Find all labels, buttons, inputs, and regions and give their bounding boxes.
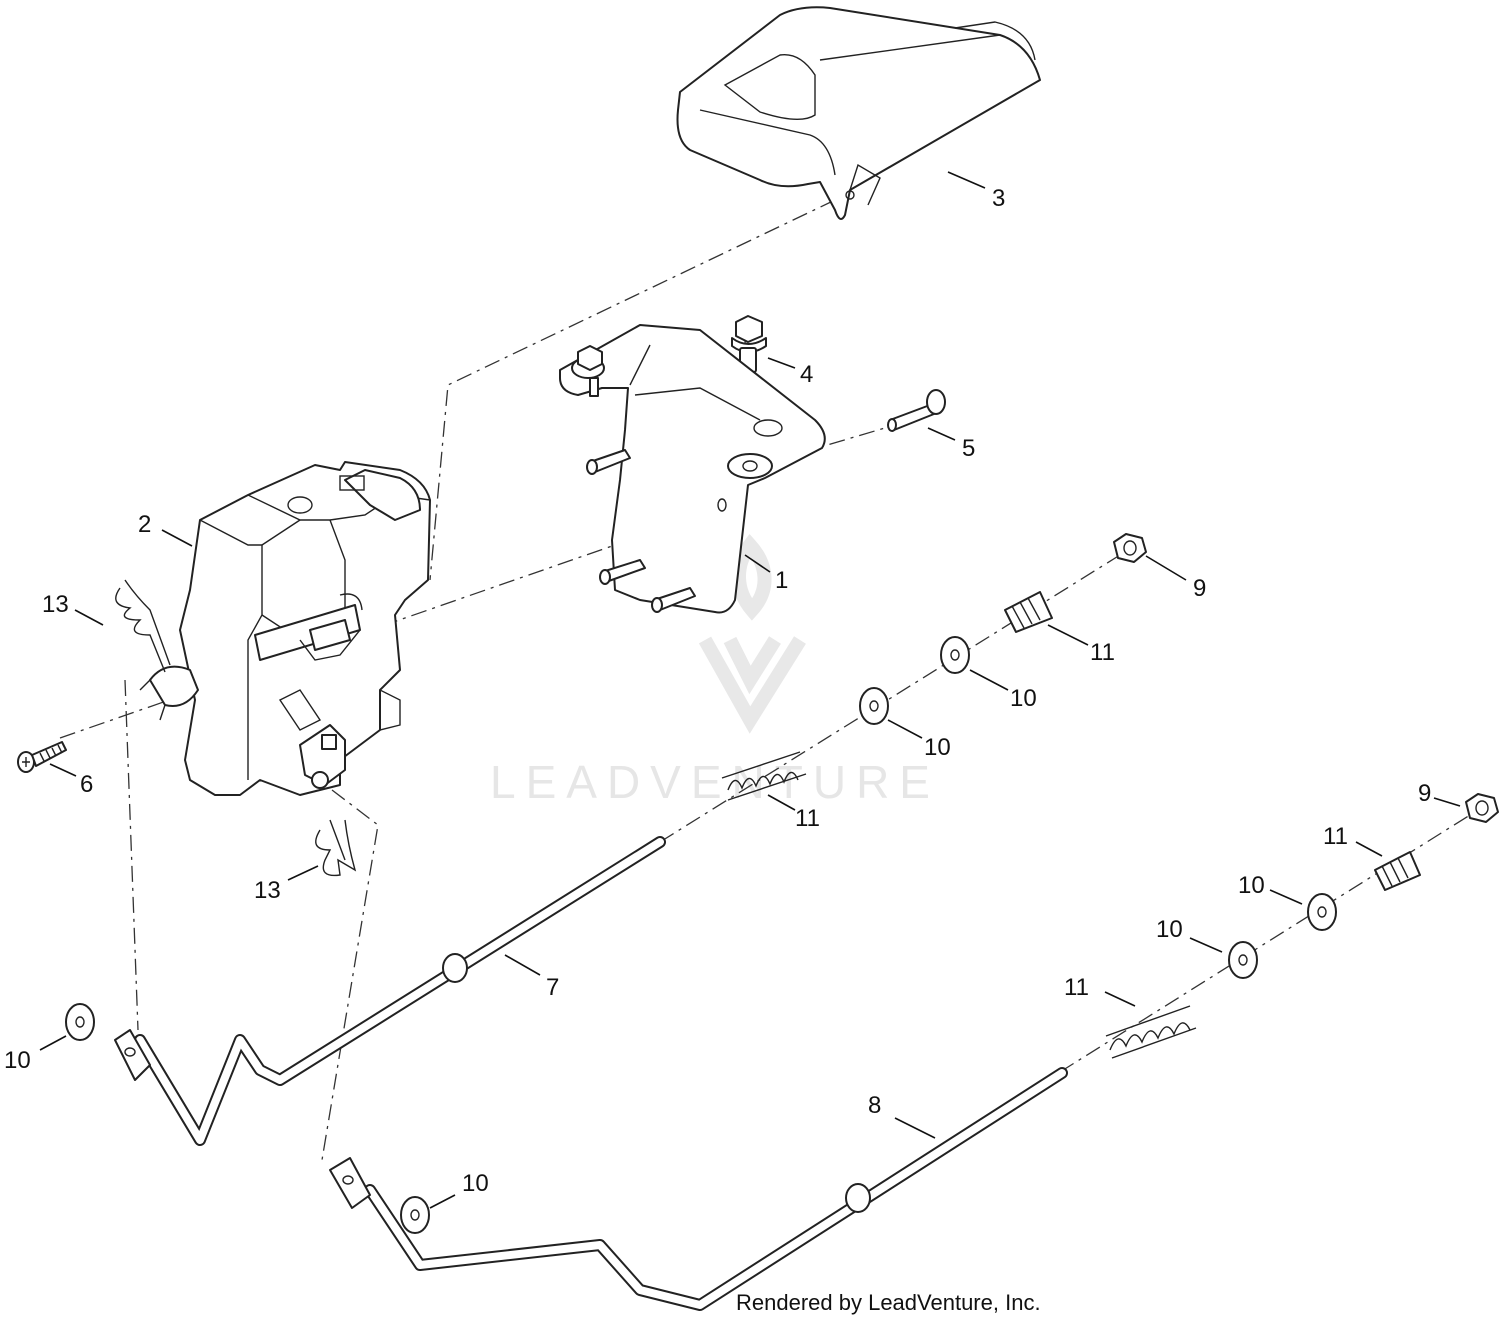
washer-5: [65, 1003, 95, 1041]
callout-4: 4: [800, 361, 813, 388]
callout-1: 1: [775, 567, 788, 594]
callouts: 3 4 5 1 2 13 6 9 11 10 10 11 13 7 10 10 …: [4, 185, 1431, 1197]
render-credit: Rendered by LeadVenture, Inc.: [736, 1290, 1041, 1315]
watermark-text: LEADVENTURE: [490, 756, 940, 808]
washer-6: [400, 1196, 430, 1234]
nut-upper: [1113, 533, 1147, 563]
nut-lower: [1465, 793, 1499, 823]
callout-11-upper-long: 11: [795, 805, 820, 832]
part-rod-lower: [329, 1067, 1068, 1311]
callout-11-lower-long: 11: [1064, 974, 1089, 1001]
part-clip-lower: [315, 819, 357, 877]
part-screw: [17, 741, 67, 773]
callout-11-lower-short: 11: [1323, 823, 1348, 850]
callout-10-lower-left: 10: [1156, 916, 1183, 943]
callout-7: 7: [546, 974, 559, 1001]
callout-13-lower: 13: [254, 877, 281, 904]
callout-10-upper-left: 10: [924, 734, 951, 761]
callout-11-upper-short: 11: [1090, 639, 1115, 666]
part-washers: [65, 636, 1337, 1234]
part-switch-housing: [139, 461, 431, 796]
part-spring-upper-short: [1004, 591, 1053, 633]
callout-10-rod-upper: 10: [4, 1047, 31, 1074]
part-spring-lower-short: [1374, 851, 1421, 891]
callout-9-upper: 9: [1193, 575, 1206, 602]
part-pin: [887, 389, 946, 432]
callout-5: 5: [962, 435, 975, 462]
callout-6: 6: [80, 771, 93, 798]
callout-2: 2: [138, 511, 151, 538]
callout-9-lower: 9: [1418, 780, 1431, 807]
callout-10-upper-right: 10: [1010, 685, 1037, 712]
callout-13-upper: 13: [42, 591, 69, 618]
part-cover: [676, 6, 1041, 220]
callout-10-lower-right: 10: [1238, 872, 1265, 899]
washer-4: [1228, 941, 1258, 979]
washer-1: [940, 636, 970, 674]
part-nuts: [1113, 533, 1499, 823]
watermark: LEADVENTURE: [490, 533, 940, 808]
leader-lines: [39, 171, 1461, 1209]
callout-3: 3: [992, 185, 1005, 212]
part-clip-upper: [115, 579, 171, 673]
part-spring-upper-long: [721, 751, 807, 801]
part-rod-upper: [114, 836, 666, 1146]
callout-10-rod-lower: 10: [462, 1170, 489, 1197]
washer-3: [1307, 893, 1337, 931]
callout-8: 8: [868, 1092, 881, 1119]
washer-2: [859, 687, 889, 725]
part-bracket: [559, 324, 826, 614]
part-spring-lower-long: [1105, 1005, 1197, 1059]
